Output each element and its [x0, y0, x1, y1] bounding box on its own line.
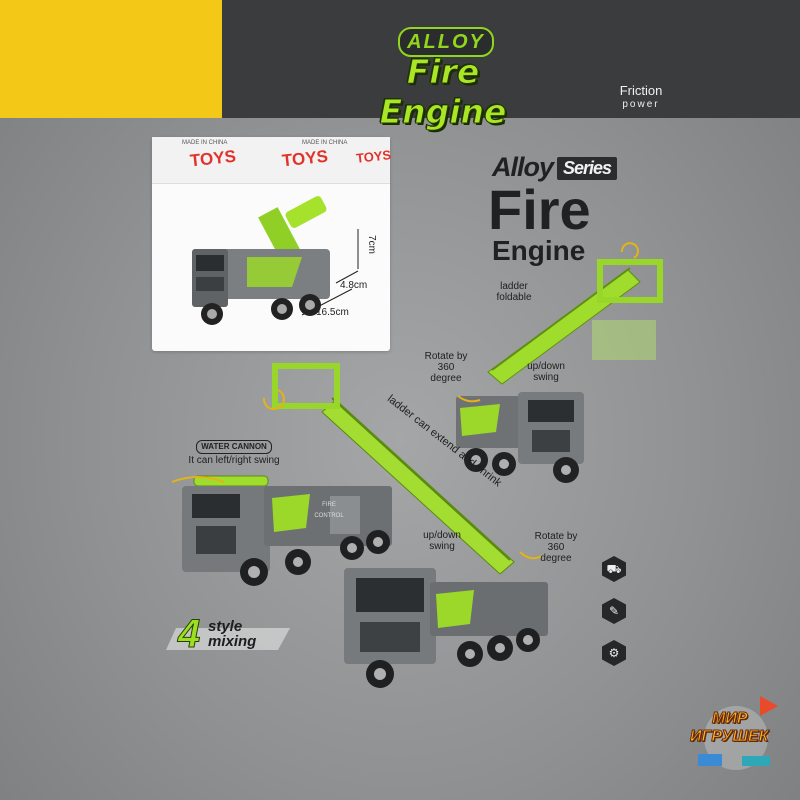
- label-updown-swing-a: up/down swing: [527, 361, 565, 383]
- mixing-word: mixing: [208, 633, 257, 650]
- yellow-corner-block: [0, 0, 222, 118]
- label-ladder-extend: ladder can extend and shrink: [384, 392, 504, 490]
- friction-label: Friction: [619, 83, 663, 98]
- fire-control-decal: FIRE CONTROL: [314, 502, 344, 519]
- alloy-word: Alloy: [492, 152, 554, 182]
- logo-word-igrushek: ИГРУШЕК: [689, 728, 769, 746]
- label-rotate-360-a: Rotate by 360 degree: [424, 351, 468, 384]
- series-badge: Series: [557, 157, 618, 181]
- style-mixing-badge: 4 style mixing: [170, 612, 280, 657]
- engine-heading: Engine: [492, 235, 586, 266]
- brain-icon: ⚙: [602, 640, 626, 666]
- style-word: style: [208, 618, 243, 635]
- power-label: power: [622, 99, 660, 110]
- brand-alloy-badge: ALLOY: [398, 27, 494, 57]
- made-in-label: MADE IN CHINA: [182, 140, 228, 146]
- store-logo: МИР ИГРУШЕК: [686, 692, 786, 776]
- label-rotate-360-b: Rotate by 360 degree: [534, 531, 578, 564]
- package-header-strip: MADE IN CHINA MADE IN CHINA TOYS TOYS TO…: [152, 137, 392, 184]
- logo-word-mir: МИР: [712, 710, 749, 728]
- wrench-icon: ✎: [602, 598, 626, 624]
- style-text: style mixing: [208, 619, 256, 649]
- dimension-width: 4.8cm: [340, 280, 368, 291]
- label-left-right-swing: It can left/right swing: [188, 455, 280, 466]
- logo-graphic: [698, 696, 778, 770]
- label-updown-swing-b: up/down swing: [423, 530, 461, 552]
- package-photo: MADE IN CHINA MADE IN CHINA TOYS TOYS TO…: [152, 137, 392, 351]
- packaged-truck-drawing: [192, 196, 359, 325]
- dimension-length: 16.5cm: [316, 307, 349, 318]
- label-ladder-foldable: ladder foldable: [496, 281, 532, 303]
- made-in-label: MADE IN CHINA: [302, 140, 348, 146]
- friction-power-label: Friction power: [606, 84, 676, 112]
- product-title: Fire Engine: [379, 52, 507, 132]
- forklift-icon: ⛟: [602, 556, 626, 582]
- fire-heading: Fire: [488, 178, 591, 241]
- water-cannon-badge: WATER CANNON: [196, 440, 272, 454]
- style-count: 4: [177, 612, 201, 657]
- dimension-height: 7cm: [365, 235, 377, 254]
